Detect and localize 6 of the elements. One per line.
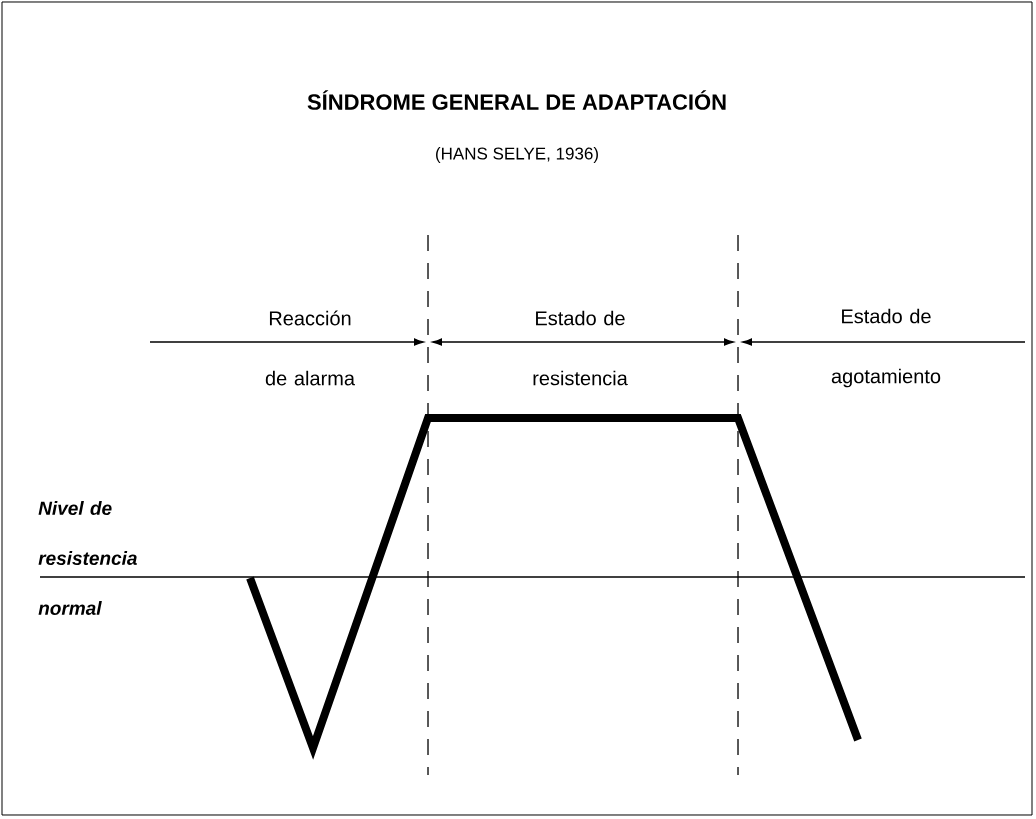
phase-label: Estado de resistencia bbox=[533, 310, 628, 386]
title: SÍNDROME GENERAL DE ADAPTACIÓN bbox=[307, 90, 726, 110]
subtitle: (HANS SELYE, 1936) bbox=[436, 147, 598, 163]
phase-label: Reacción de alarma bbox=[265, 310, 355, 386]
axis-label: Nivel de resistencia normal bbox=[38, 501, 137, 615]
phase-label: Estado de agotamiento bbox=[831, 308, 941, 388]
